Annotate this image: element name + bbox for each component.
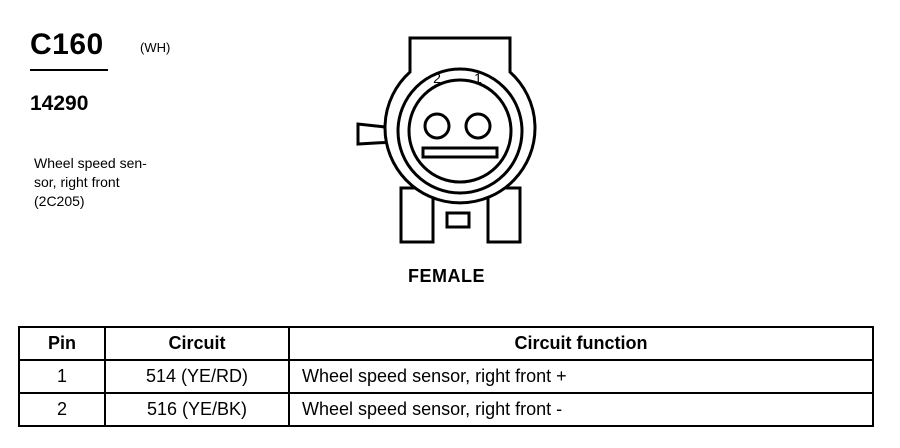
connector-right-tab [486, 186, 522, 244]
description-line-1: Wheel speed sen- [34, 155, 147, 171]
table-row: 1 514 (YE/RD) Wheel speed sensor, right … [18, 359, 874, 394]
connector-id-underline [30, 69, 108, 71]
table-header-row: Pin Circuit Circuit function [18, 326, 874, 361]
cell-pin: 2 [18, 392, 106, 427]
connector-face-diagram: 2 1 [356, 36, 537, 244]
pin-2-socket [423, 112, 451, 140]
cell-function: Wheel speed sensor, right front - [288, 392, 874, 427]
connector-center-key [445, 211, 471, 229]
pin-table: Pin Circuit Circuit function 1 514 (YE/R… [18, 326, 874, 427]
pin-1-socket [464, 112, 492, 140]
pin-label-1: 1 [474, 70, 482, 86]
header-pin: Pin [18, 326, 106, 361]
connector-gender-label: FEMALE [408, 266, 485, 286]
header-circuit: Circuit [104, 326, 290, 361]
description-line-3: (2C205) [34, 193, 85, 209]
connector-key-bar [421, 146, 499, 159]
connector-color: (WH) [140, 40, 171, 55]
cell-circuit: 514 (YE/RD) [104, 359, 290, 394]
cell-function: Wheel speed sensor, right front + [288, 359, 874, 394]
connector-id: C160 [30, 28, 104, 61]
connector-description: Wheel speed sen- sor, right front (2C205… [34, 154, 147, 211]
connector-inner-ring [396, 67, 524, 195]
connector-outer-housing [383, 36, 537, 205]
cell-pin: 1 [18, 359, 106, 394]
cell-circuit: 516 (YE/BK) [104, 392, 290, 427]
description-line-2: sor, right front [34, 174, 120, 190]
connector-pin-cavity [407, 78, 513, 184]
table-row: 2 516 (YE/BK) Wheel speed sensor, right … [18, 392, 874, 427]
part-number: 14290 [30, 92, 89, 115]
header-circuit-function: Circuit function [288, 326, 874, 361]
pin-label-2: 2 [433, 70, 441, 86]
